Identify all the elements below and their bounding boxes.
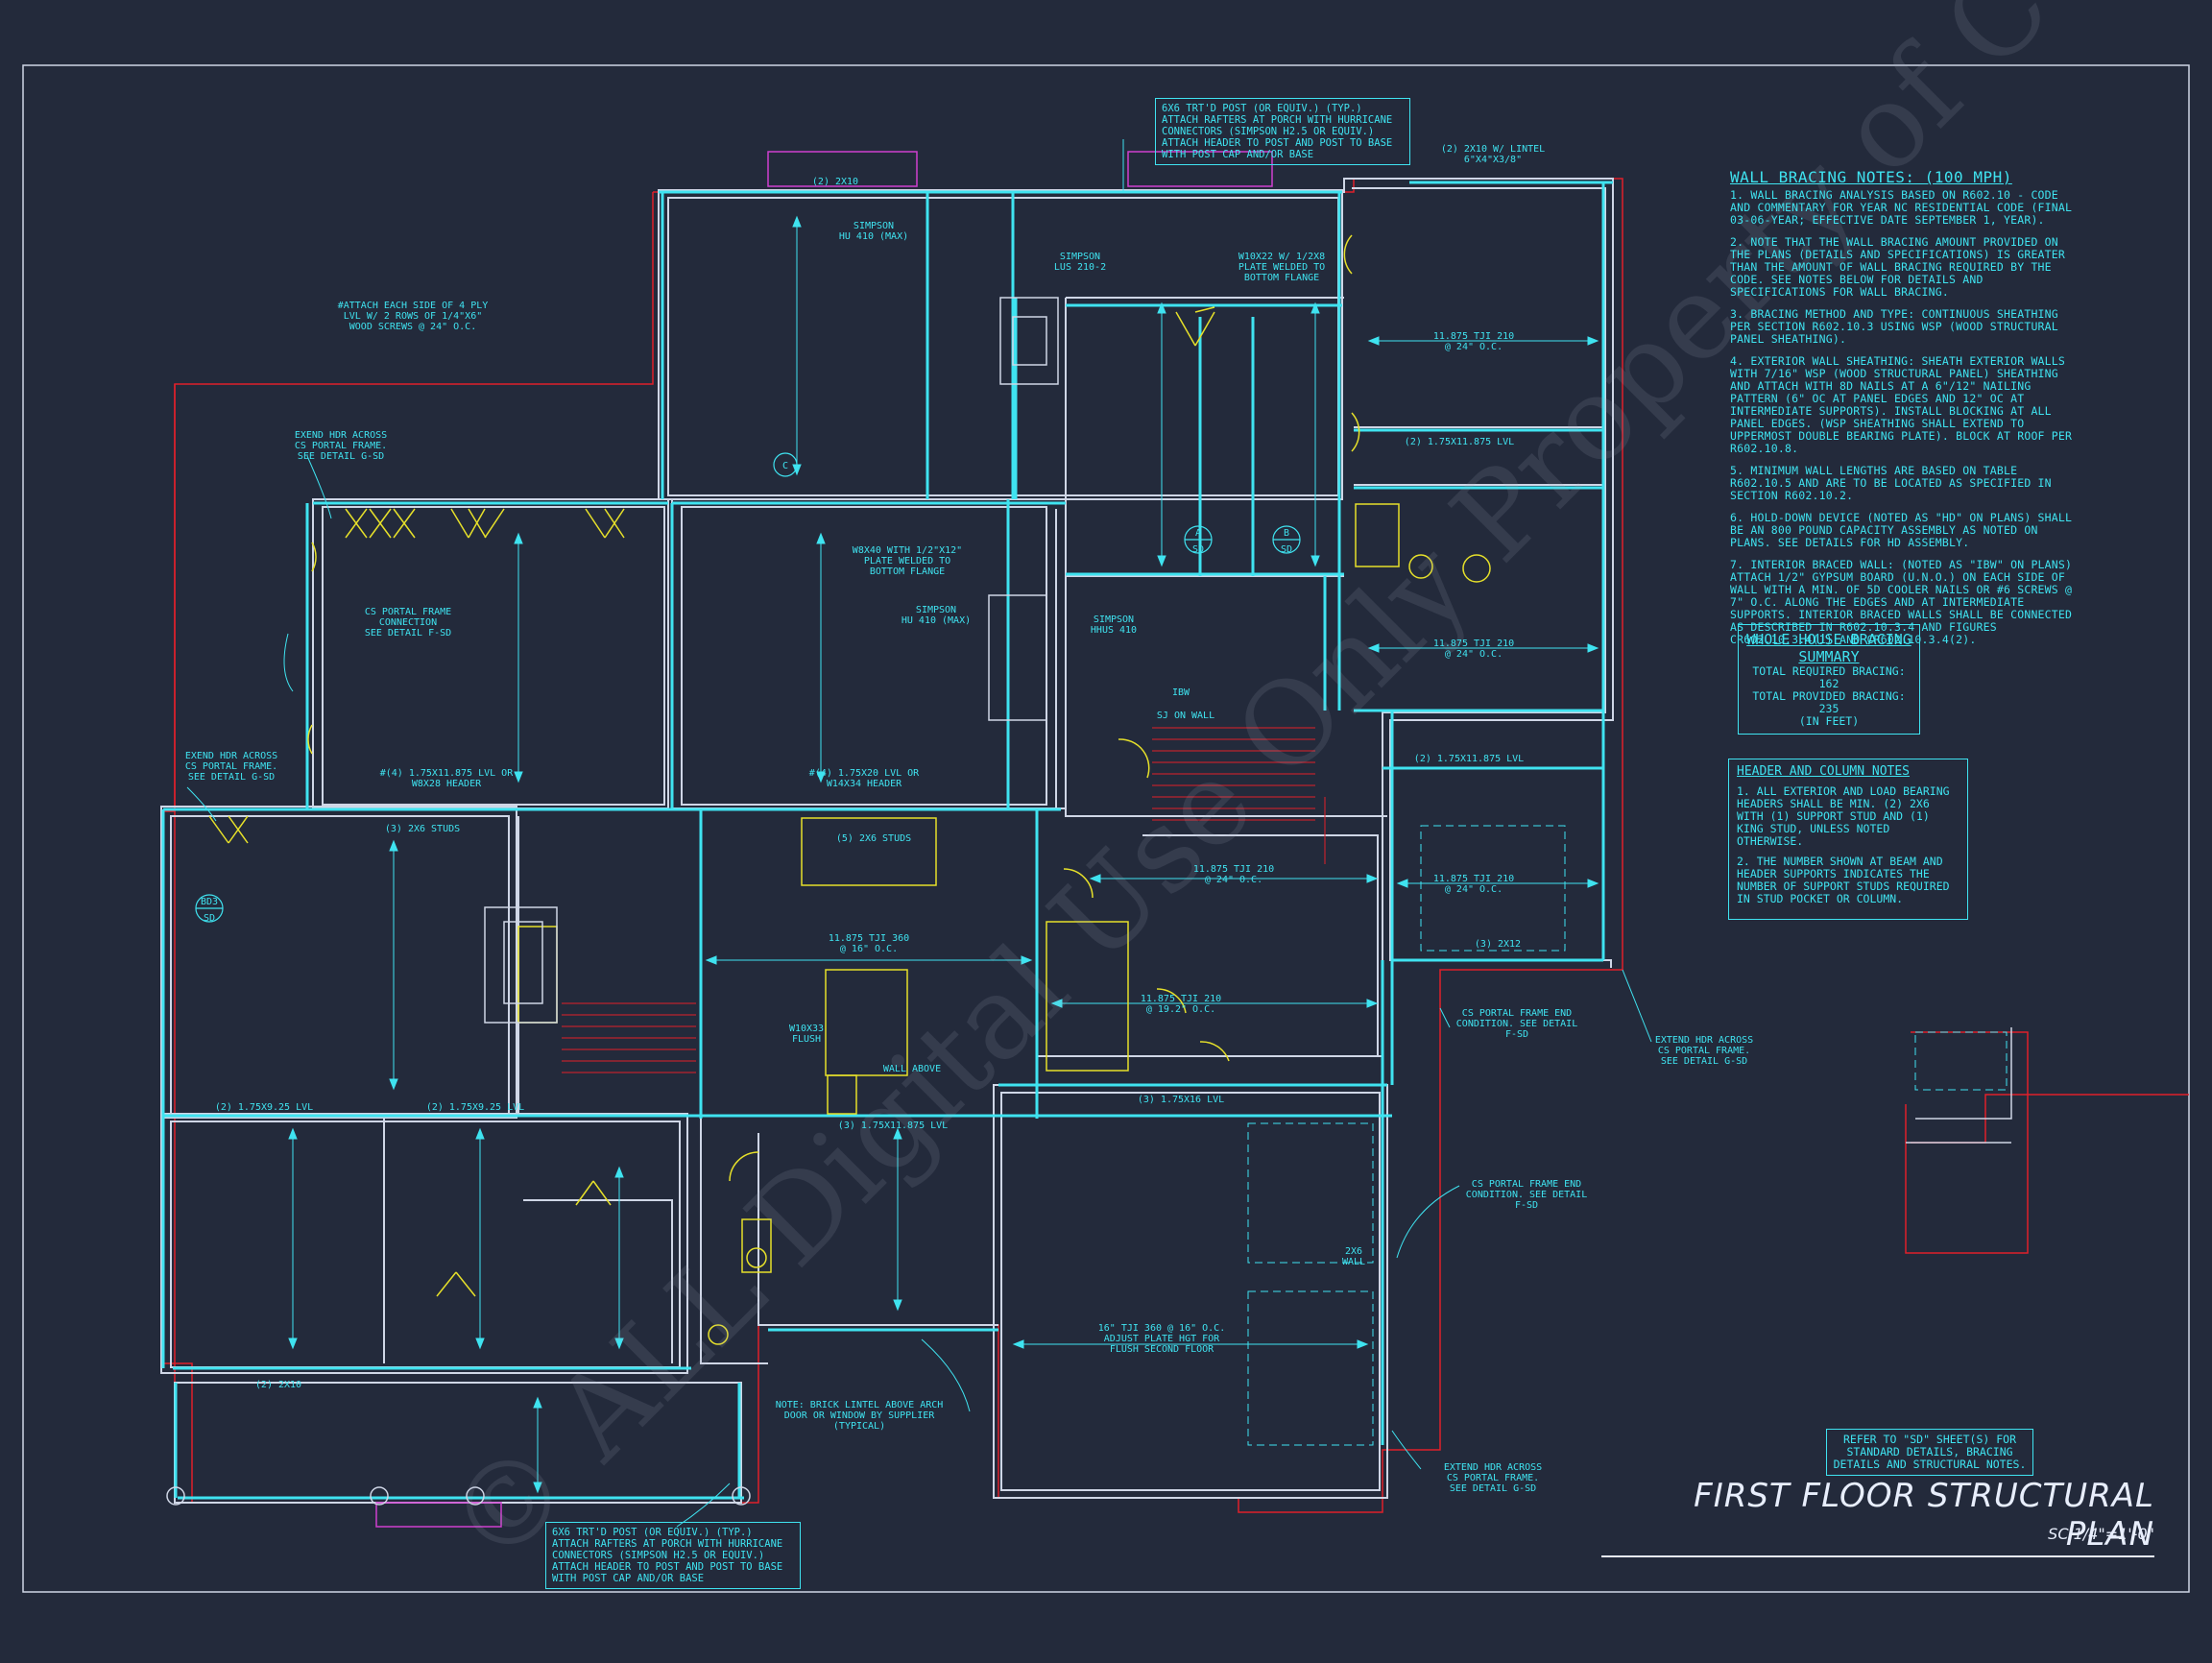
callout-top-post: 6x6 TRT'D POST (OR EQUIV.) (TYP.) ATTACH… xyxy=(1155,98,1410,165)
label-lvl-6: (2) 1.75x9.25 LVL xyxy=(425,1102,525,1113)
doors xyxy=(208,234,1491,1345)
label-ibw: IBW xyxy=(1171,687,1190,698)
wall-bracing-note: 3. BRACING METHOD AND TYPE: CONTINUOUS S… xyxy=(1730,307,2058,346)
wall-bracing-notes: WALL BRACING NOTES: (100 MPH) 1. WALL BR… xyxy=(1730,168,2085,656)
label-tji-2: 11.875 TJI 210 @ 24" O.C. xyxy=(1432,639,1515,660)
wall-bracing-note: 7. INTERIOR BRACED WALL: (NOTED AS "IBW"… xyxy=(1730,558,2073,646)
label-studs-2: (3) 2x6 STUDS xyxy=(384,824,461,834)
label-lvl-5: (2) 1.75x9.25 LVL xyxy=(214,1102,314,1113)
label-beam-plate-2: W10x22 W/ 1/2x8 PLATE WELDED TO BOTTOM F… xyxy=(1238,252,1326,283)
label-tji-5: 11.875 TJI 210 @ 24" O.C. xyxy=(1192,864,1275,885)
refer-note: REFER TO "SD" SHEET(S) FOR STANDARD DETA… xyxy=(1826,1429,2033,1476)
label-simpson-3: SIMPSON HHUS 410 xyxy=(1090,615,1138,636)
label-lvl-3: (3) 1.75x11.875 LVL xyxy=(837,1121,949,1131)
wall-bracing-note: 5. MINIMUM WALL LENGTHS ARE BASED ON TAB… xyxy=(1730,464,2052,502)
label-cs-portal-end-1: CS PORTAL FRAME END CONDITION. SEE DETAI… xyxy=(1455,1008,1578,1040)
garage-dashed xyxy=(1247,825,2008,1446)
label-lvl-1: (2) 1.75x11.875 LVL xyxy=(1404,437,1515,447)
label-extend-hdr-3: EXTEND HDR ACROSS CS PORTAL FRAME. SEE D… xyxy=(1654,1035,1754,1067)
label-cs-portal: CS PORTAL FRAME CONNECTION SEE DETAIL F-… xyxy=(364,607,452,639)
leaders xyxy=(186,139,1652,1528)
label-tji-3: 11.875 TJI 210 @ 24" O.C. xyxy=(1432,874,1515,895)
svg-text:SD: SD xyxy=(204,913,215,924)
label-beam-plate: W8x40 WITH 1/2"x12" PLATE WELDED TO BOTT… xyxy=(852,545,963,577)
svg-text:BD3: BD3 xyxy=(201,897,218,907)
label-lvl-2: (2) 1.75x11.875 LVL xyxy=(1413,754,1525,764)
label-attach-plt: #ATTACH EACH SIDE OF 4 PLY LVL w/ 2 ROWS… xyxy=(337,301,489,332)
wall-bracing-note: 2. NOTE THAT THE WALL BRACING AMOUNT PRO… xyxy=(1730,235,2066,299)
sheet-scale: SC.1/4"=1'-0" xyxy=(2048,1525,2154,1543)
label-extend-hdr-4: EXTEND HDR ACROSS CS PORTAL FRAME. SEE D… xyxy=(1443,1462,1543,1494)
label-simpson-2: SIMPSON HU 410 (MAX) xyxy=(901,605,972,626)
fireplaces xyxy=(484,297,1059,1024)
label-extend-hdr-1: EXEND HDR ACROSS CS PORTAL FRAME. SEE DE… xyxy=(294,430,388,462)
label-wall-above: WALL ABOVE xyxy=(882,1064,942,1074)
wall-bracing-note: 1. WALL BRACING ANALYSIS BASED ON R602.1… xyxy=(1730,188,2073,227)
label-cs-portal-end-2: CS PORTAL FRAME END CONDITION. SEE DETAI… xyxy=(1465,1179,1588,1211)
wall-bracing-note: 6. HOLD-DOWN DEVICE (NOTED AS "HD" ON PL… xyxy=(1730,511,2073,549)
label-extend-hdr-2: EXEND HDR ACROSS CS PORTAL FRAME. SEE DE… xyxy=(184,751,278,783)
porch-posts xyxy=(375,151,1273,1528)
label-two-ten-lintel: (2) 2x10 w/ LINTEL 6"x4"x3/8" xyxy=(1440,144,1546,165)
label-tji-1: 11.875 TJI 210 @ 24" O.C. xyxy=(1432,331,1515,352)
beams xyxy=(161,181,1613,1500)
svg-text:B: B xyxy=(1284,528,1289,539)
header-column-notes: HEADER AND COLUMN NOTES 1. ALL EXTERIOR … xyxy=(1728,759,1968,920)
label-tji-6: 11.875 TJI 210 @ 19.2" O.C. xyxy=(1140,994,1222,1015)
bracing-summary-heading: WHOLE HOUSE BRACING SUMMARY xyxy=(1746,631,1911,665)
joist-arrows xyxy=(288,215,1599,1494)
header-column-note: 1. ALL EXTERIOR AND LOAD BEARING HEADERS… xyxy=(1737,784,1950,848)
label-sj-on-wall: SJ ON WALL xyxy=(1156,711,1215,721)
porch-columns xyxy=(166,1486,751,1506)
sheet-border xyxy=(22,64,2190,1593)
label-header-3x12: (3) 2x12 xyxy=(1474,939,1522,950)
header-column-note: 2. THE NUMBER SHOWN AT BEAM AND HEADER S… xyxy=(1737,855,1950,905)
label-hdr-2x10: (2) 2x10 xyxy=(811,177,859,187)
label-tji-4: 11.875 TJI 360 @ 16" O.C. xyxy=(828,933,910,954)
label-simpson-4: SIMPSON LUS 210-2 xyxy=(1053,252,1107,273)
label-two-x6-wall: 2x6 WALL xyxy=(1341,1246,1366,1267)
label-lvl-4: (3) 1.75x16 LVL xyxy=(1137,1095,1225,1105)
svg-text:SD: SD xyxy=(1192,544,1204,555)
bracing-unit: (IN FEET) xyxy=(1798,714,1860,728)
label-brick-lintel-1: NOTE: BRICK LINTEL ABOVE ARCH DOOR OR WI… xyxy=(775,1400,944,1432)
svg-text:C: C xyxy=(782,461,788,471)
wall-bracing-heading: WALL BRACING NOTES: (100 MPH) xyxy=(1730,168,2012,186)
callout-bottom-post: 6x6 TRT'D POST (OR EQUIV.) (TYP.) ATTACH… xyxy=(545,1522,801,1589)
sheet-title: FIRST FLOOR STRUCTURAL PLAN xyxy=(1601,1477,2154,1557)
label-studs-1: (5) 2x6 STUDS xyxy=(835,833,912,844)
svg-text:SD: SD xyxy=(1281,544,1292,555)
wall-bracing-note: 4. EXTERIOR WALL SHEATHING: SHEATH EXTER… xyxy=(1730,354,2073,455)
label-simpson-1: SIMPSON HU 410 (MAX) xyxy=(838,221,909,242)
svg-text:A: A xyxy=(1195,528,1201,539)
stairs xyxy=(562,727,1326,1073)
header-column-heading: HEADER AND COLUMN NOTES xyxy=(1737,764,1911,779)
bracing-summary: WHOLE HOUSE BRACING SUMMARY TOTAL REQUIR… xyxy=(1738,624,1920,735)
label-porch-2x10: (2) 2x10 xyxy=(254,1380,302,1390)
label-hdr-4-lvl: #(4) 1.75x11.875 LVL OR W8x28 HEADER xyxy=(379,768,514,789)
label-flush-floor: 16" TJI 360 @ 16" O.C. ADJUST PLATE HGT … xyxy=(1097,1323,1226,1355)
bracing-provided: TOTAL PROVIDED BRACING: 235 xyxy=(1752,689,1906,715)
detail-sketch xyxy=(1906,1027,2012,1144)
label-hdr-4-lvl2: #(4) 1.75x20 LVL OR W14x34 HEADER xyxy=(808,768,920,789)
section-tags xyxy=(195,452,1301,923)
bracing-required: TOTAL REQUIRED BRACING: 162 xyxy=(1752,664,1906,690)
label-w10: W10x33 FLUSH xyxy=(788,1024,825,1045)
